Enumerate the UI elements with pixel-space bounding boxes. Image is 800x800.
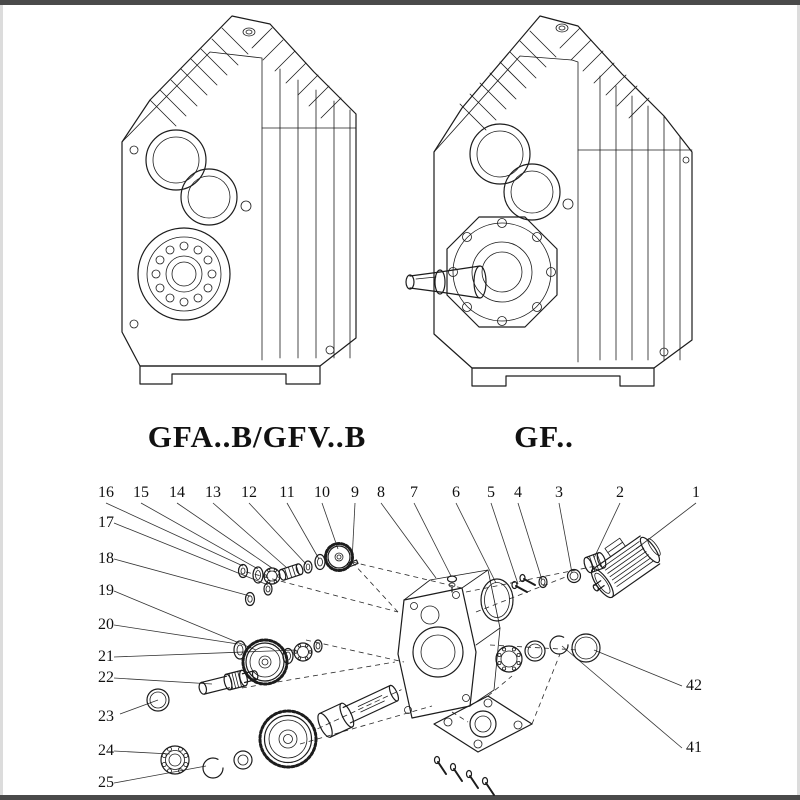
part-17-washer: [263, 582, 273, 596]
part-1-motor: [590, 535, 661, 599]
part-number-15: 15: [133, 484, 149, 501]
part-2-pinion: [583, 552, 607, 574]
model-label-gf: GF..: [514, 419, 574, 454]
bearing-cover: [137, 227, 231, 321]
part-number-11: 11: [279, 484, 294, 501]
part-number-25: 25: [98, 774, 114, 791]
part-number-4: 4: [514, 484, 522, 501]
part-3-ring: [566, 568, 582, 584]
part-numbers-left-column: 17 18 19 20 21 22 23 24 25: [98, 514, 114, 791]
base: [139, 365, 321, 385]
part-numbers-top-row: 16 15 14 13 12 11 10 9 8 7 6 5 4 3 2 1: [98, 484, 700, 501]
part-10-gear: [324, 542, 354, 572]
part-21-bearing: [293, 642, 313, 662]
fins-right-slope: [251, 27, 342, 119]
part-number-20: 20: [98, 616, 114, 633]
base: [471, 367, 655, 387]
part-numbers-right-column: 42 41: [686, 677, 702, 756]
part-22-input-shaft: [198, 669, 259, 695]
part-number-10: 10: [314, 484, 330, 501]
part-output-shaft-exploded: [317, 684, 402, 738]
part-mounting-bolts: [433, 755, 495, 796]
gearbox-drawing-gfab-gfv: [121, 15, 357, 385]
part-19-gear: [241, 638, 289, 686]
part-flange-plate: [433, 695, 533, 753]
part-6-gasket: [480, 578, 514, 622]
gear-bores: [145, 129, 252, 226]
output-shaft: [405, 265, 487, 299]
output-flange: [446, 216, 558, 328]
part-23-seal: [146, 688, 170, 712]
part-number-3: 3: [555, 484, 563, 501]
part-14-bearing: [263, 567, 281, 585]
part-number-23: 23: [98, 708, 114, 725]
part-4-plug: [538, 575, 548, 589]
part-18-washer: [244, 591, 256, 607]
part-number-12: 12: [241, 484, 257, 501]
part-glyphs: [146, 535, 661, 796]
part-7-plug: [446, 575, 458, 593]
exploded-view: 16 15 14 13 12 11 10 9 8 7 6 5 4 3 2 1 1…: [98, 484, 702, 796]
part-number-8: 8: [377, 484, 385, 501]
part-13-worm-shaft: [278, 563, 304, 581]
leader-lines: [105, 502, 697, 784]
part-number-41: 41: [686, 739, 702, 756]
part-number-19: 19: [98, 582, 114, 599]
housing-bolts: [659, 156, 690, 357]
part-number-21: 21: [98, 648, 114, 665]
part-16-cap: [237, 563, 249, 579]
part-washer-bottom: [233, 750, 253, 770]
part-5-bolts: [511, 573, 536, 593]
part-11-washer: [314, 553, 326, 571]
part-number-18: 18: [98, 550, 114, 567]
part-large-gear: [258, 709, 318, 769]
gear-bores: [469, 123, 574, 221]
part-8-housing: [397, 569, 501, 719]
part-number-5: 5: [487, 484, 495, 501]
part-ring-right: [524, 640, 546, 662]
fins-left-slope: [149, 27, 249, 127]
part-number-7: 7: [410, 484, 418, 501]
fins-right-slope: [559, 27, 650, 119]
part-bearing-right: [495, 645, 523, 673]
part-number-9: 9: [351, 484, 359, 501]
part-24-bearing: [160, 745, 190, 775]
part-spacer-mid: [313, 639, 323, 653]
part-12-spacer: [303, 560, 313, 574]
part-washer-mid: [282, 647, 294, 665]
part-number-42: 42: [686, 677, 702, 694]
part-number-22: 22: [98, 669, 114, 686]
gearbox-drawing-gf: [405, 15, 693, 387]
part-number-1: 1: [692, 484, 700, 501]
part-number-6: 6: [452, 484, 460, 501]
part-41-snap-ring: [549, 635, 569, 655]
side-ribs: [577, 75, 693, 361]
model-label-gfab-gfv: GFA..B/GFV..B: [148, 419, 367, 454]
housing-bolts: [129, 145, 335, 355]
side-ribs: [261, 68, 357, 359]
part-number-14: 14: [169, 484, 185, 501]
part-number-17: 17: [98, 514, 114, 531]
fins-left-slope: [459, 30, 557, 131]
part-number-24: 24: [98, 742, 114, 759]
part-number-2: 2: [616, 484, 624, 501]
part-9-key: [346, 559, 359, 568]
part-15-washer: [252, 566, 264, 584]
part-number-16: 16: [98, 484, 114, 501]
part-number-13: 13: [205, 484, 221, 501]
part-42-o-ring: [571, 633, 601, 663]
part-25-snap-ring: [202, 757, 224, 779]
